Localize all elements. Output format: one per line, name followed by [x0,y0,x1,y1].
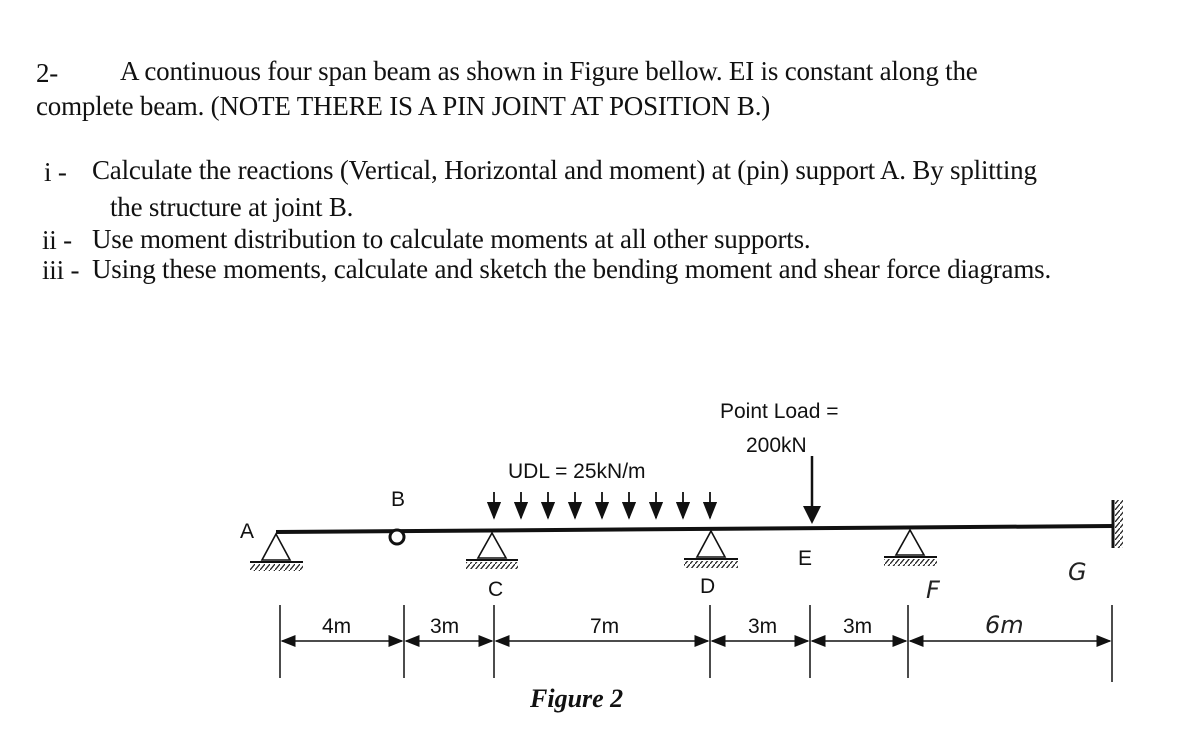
dimension-ticks [279,605,1113,682]
item-iii-marker: iii - [42,255,80,285]
figure-caption: Figure 2 [529,684,623,713]
span-label-fg: 6m [985,611,1024,639]
item-ii-marker: ii - [42,225,72,255]
support-f [884,528,937,566]
node-label-b: B [391,488,405,511]
beam [275,524,1113,534]
node-label-g: G [1068,558,1087,586]
node-label-f: F [926,576,941,604]
item-ii-text: Use moment distribution to calculate mom… [92,224,811,254]
fixed-support-g [1111,500,1123,548]
question-number: 2- [36,58,59,88]
node-label-c: C [488,578,503,601]
item-iii-text: Using these moments, calculate and sketc… [92,254,1051,284]
question-line-1: A continuous four span beam as shown in … [120,56,978,86]
item-i-text: Calculate the reactions (Vertical, Horiz… [92,155,1037,185]
udl-arrows [486,492,718,520]
point-load-arrow [803,456,821,524]
span-label-de: 3m [748,615,777,638]
span-label-ab: 4m [322,615,351,638]
node-label-d: D [700,575,715,598]
node-label-e: E [798,547,812,570]
item-i-continuation: the structure at joint B. [110,192,354,222]
hinge-b [388,528,406,546]
point-load-label-2: 200kN [746,434,807,457]
support-d [684,529,738,568]
span-label-ef: 3m [843,615,872,638]
support-a [250,532,303,571]
node-label-a: A [240,520,254,543]
support-c [466,531,518,569]
udl-label: UDL = 25kN/m [508,460,646,483]
item-i-marker: i - [44,157,67,187]
span-label-cd: 7m [590,615,619,638]
point-load-label-1: Point Load = [720,400,839,423]
span-label-bc: 3m [430,615,459,638]
question-line-2: complete beam. (NOTE THERE IS A PIN JOIN… [36,91,771,121]
